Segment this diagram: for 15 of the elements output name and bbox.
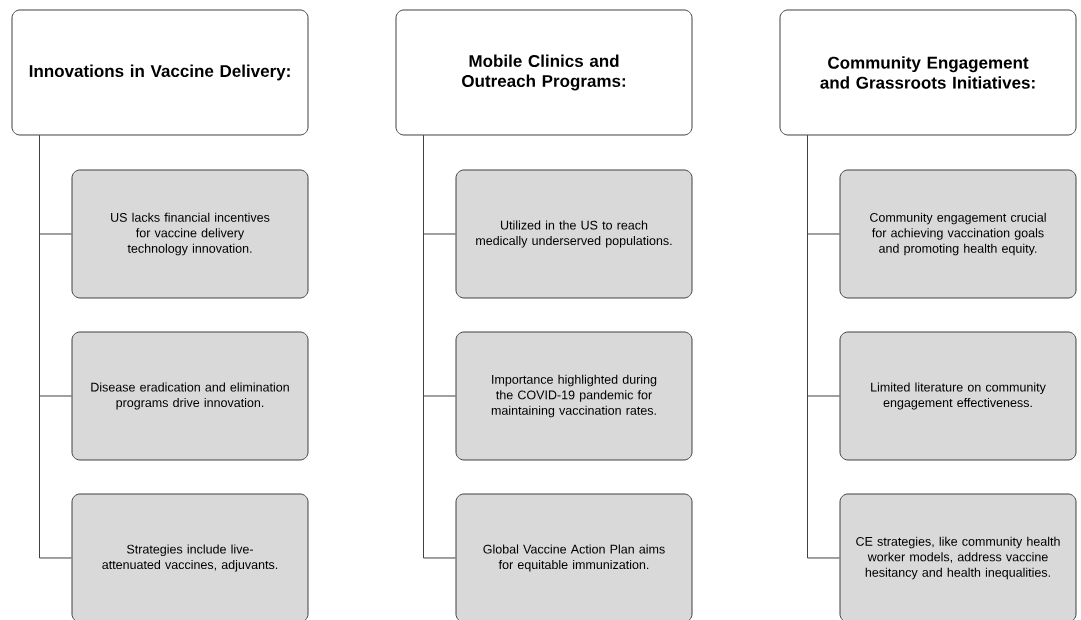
heading-box: Mobile Clinics and Outreach Programs: — [395, 9, 693, 136]
text-box: Limited literature on community engagement effectiveness. — [839, 331, 1077, 461]
text-box: Importance highlighted during the COVID-19 pandemic for maintaining vaccination rates. — [455, 331, 693, 461]
text-box: Global Vaccine Action Plan aims for equitable immunization. — [455, 493, 693, 620]
heading-box: Community Engagement and Grassroots Initiatives: — [779, 9, 1077, 136]
text-box: Community engagement crucial for achieving vaccination goals and promoting health equity. — [839, 169, 1077, 299]
text-box: Disease eradication and elimination programs drive innovation. — [71, 331, 309, 461]
connector-line — [423, 135, 456, 559]
connector-line — [807, 135, 840, 559]
text-box: Strategies include live-attenuated vaccines, adjuvants. — [71, 493, 309, 620]
heading-box: Innovations in Vaccine Delivery: — [11, 9, 309, 136]
connector-line — [39, 135, 72, 559]
text-box: Utilized in the US to reach medically underserved populations. — [455, 169, 693, 299]
text-box: CE strategies, like community health worker models, address vaccine hesitancy and health inequalities. — [839, 493, 1077, 620]
text-box: US lacks financial incentives for vaccine delivery technology innovation. — [71, 169, 309, 299]
